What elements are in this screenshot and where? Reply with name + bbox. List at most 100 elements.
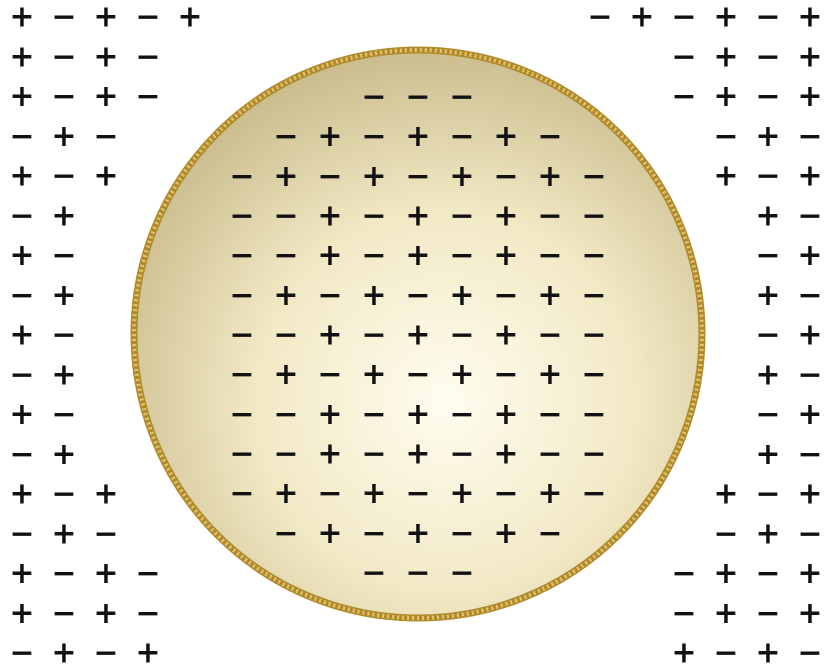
- positive-charge-outer: +: [51, 437, 76, 472]
- negative-charge-outer: −: [671, 79, 696, 114]
- negative-charge-inner: −: [537, 238, 562, 273]
- negative-charge-inner: −: [273, 318, 298, 353]
- positive-charge-inner: +: [493, 516, 518, 551]
- negative-charge-outer: −: [135, 79, 160, 114]
- positive-charge-outer: +: [671, 636, 696, 669]
- negative-charge-inner: −: [229, 199, 254, 234]
- negative-charge-outer: −: [755, 159, 780, 194]
- negative-charge-outer: −: [755, 397, 780, 432]
- negative-charge-outer: −: [93, 636, 118, 669]
- positive-charge-outer: +: [177, 0, 202, 35]
- negative-charge-inner: −: [361, 119, 386, 154]
- positive-charge-inner: +: [449, 278, 474, 313]
- positive-charge-inner: +: [317, 516, 342, 551]
- positive-charge-outer: +: [93, 39, 118, 74]
- negative-charge-inner: −: [581, 199, 606, 234]
- negative-charge-inner: −: [449, 318, 474, 353]
- negative-charge-inner: −: [361, 318, 386, 353]
- positive-charge-outer: +: [51, 278, 76, 313]
- positive-charge-outer: +: [9, 39, 34, 74]
- negative-charge-inner: −: [361, 238, 386, 273]
- negative-charge-outer: −: [9, 198, 34, 233]
- negative-charge-outer: −: [755, 318, 780, 353]
- negative-charge-inner: −: [361, 516, 386, 551]
- negative-charge-inner: −: [449, 516, 474, 551]
- positive-charge-inner: +: [361, 476, 386, 511]
- negative-charge-inner: −: [405, 159, 430, 194]
- positive-charge-outer: +: [93, 477, 118, 512]
- negative-charge-outer: −: [135, 596, 160, 631]
- positive-charge-outer: +: [135, 636, 160, 669]
- positive-charge-inner: +: [405, 199, 430, 234]
- negative-charge-inner: −: [449, 199, 474, 234]
- positive-charge-outer: +: [797, 397, 822, 432]
- negative-charge-inner: −: [581, 397, 606, 432]
- negative-charge-outer: −: [51, 318, 76, 353]
- negative-charge-inner: −: [405, 357, 430, 392]
- positive-charge-outer: +: [713, 0, 738, 35]
- positive-charge-inner: +: [273, 159, 298, 194]
- positive-charge-outer: +: [797, 477, 822, 512]
- negative-charge-outer: −: [671, 556, 696, 591]
- negative-charge-inner: −: [581, 238, 606, 273]
- positive-charge-inner: +: [405, 318, 430, 353]
- positive-charge-outer: +: [755, 636, 780, 669]
- negative-charge-inner: −: [361, 437, 386, 472]
- negative-charge-outer: −: [51, 39, 76, 74]
- negative-charge-outer: −: [9, 437, 34, 472]
- negative-charge-inner: −: [537, 397, 562, 432]
- negative-charge-inner: −: [449, 80, 474, 115]
- positive-charge-inner: +: [273, 357, 298, 392]
- positive-charge-outer: +: [797, 556, 822, 591]
- positive-charge-inner: +: [361, 159, 386, 194]
- negative-charge-inner: −: [449, 437, 474, 472]
- positive-charge-outer: +: [797, 596, 822, 631]
- negative-charge-inner: −: [581, 357, 606, 392]
- negative-charge-outer: −: [755, 79, 780, 114]
- negative-charge-outer: −: [671, 0, 696, 35]
- positive-charge-inner: +: [537, 476, 562, 511]
- positive-charge-outer: +: [9, 159, 34, 194]
- negative-charge-inner: −: [229, 437, 254, 472]
- positive-charge-outer: +: [797, 318, 822, 353]
- negative-charge-inner: −: [493, 278, 518, 313]
- positive-charge-outer: +: [9, 477, 34, 512]
- positive-charge-outer: +: [51, 636, 76, 669]
- negative-charge-inner: −: [493, 159, 518, 194]
- negative-charge-inner: −: [537, 437, 562, 472]
- positive-charge-outer: +: [713, 159, 738, 194]
- positive-charge-outer: +: [713, 556, 738, 591]
- negative-charge-inner: −: [581, 159, 606, 194]
- negative-charge-outer: −: [93, 516, 118, 551]
- positive-charge-outer: +: [755, 437, 780, 472]
- negative-charge-outer: −: [797, 437, 822, 472]
- positive-charge-outer: +: [9, 556, 34, 591]
- negative-charge-outer: −: [713, 119, 738, 154]
- positive-charge-inner: +: [449, 159, 474, 194]
- negative-charge-outer: −: [51, 397, 76, 432]
- positive-charge-outer: +: [51, 357, 76, 392]
- positive-charge-outer: +: [93, 0, 118, 35]
- negative-charge-inner: −: [581, 318, 606, 353]
- positive-charge-outer: +: [629, 0, 654, 35]
- positive-charge-inner: +: [317, 119, 342, 154]
- negative-charge-inner: −: [273, 397, 298, 432]
- negative-charge-inner: −: [361, 80, 386, 115]
- positive-charge-outer: +: [9, 79, 34, 114]
- positive-charge-outer: +: [797, 0, 822, 35]
- positive-charge-inner: +: [317, 199, 342, 234]
- positive-charge-outer: +: [713, 79, 738, 114]
- negative-charge-inner: −: [537, 199, 562, 234]
- negative-charge-outer: −: [797, 119, 822, 154]
- positive-charge-outer: +: [93, 596, 118, 631]
- positive-charge-outer: +: [755, 516, 780, 551]
- negative-charge-inner: −: [581, 437, 606, 472]
- negative-charge-inner: −: [405, 80, 430, 115]
- negative-charge-outer: −: [755, 0, 780, 35]
- positive-charge-inner: +: [405, 119, 430, 154]
- negative-charge-outer: −: [713, 636, 738, 669]
- negative-charge-inner: −: [537, 318, 562, 353]
- positive-charge-inner: +: [537, 159, 562, 194]
- negative-charge-outer: −: [93, 119, 118, 154]
